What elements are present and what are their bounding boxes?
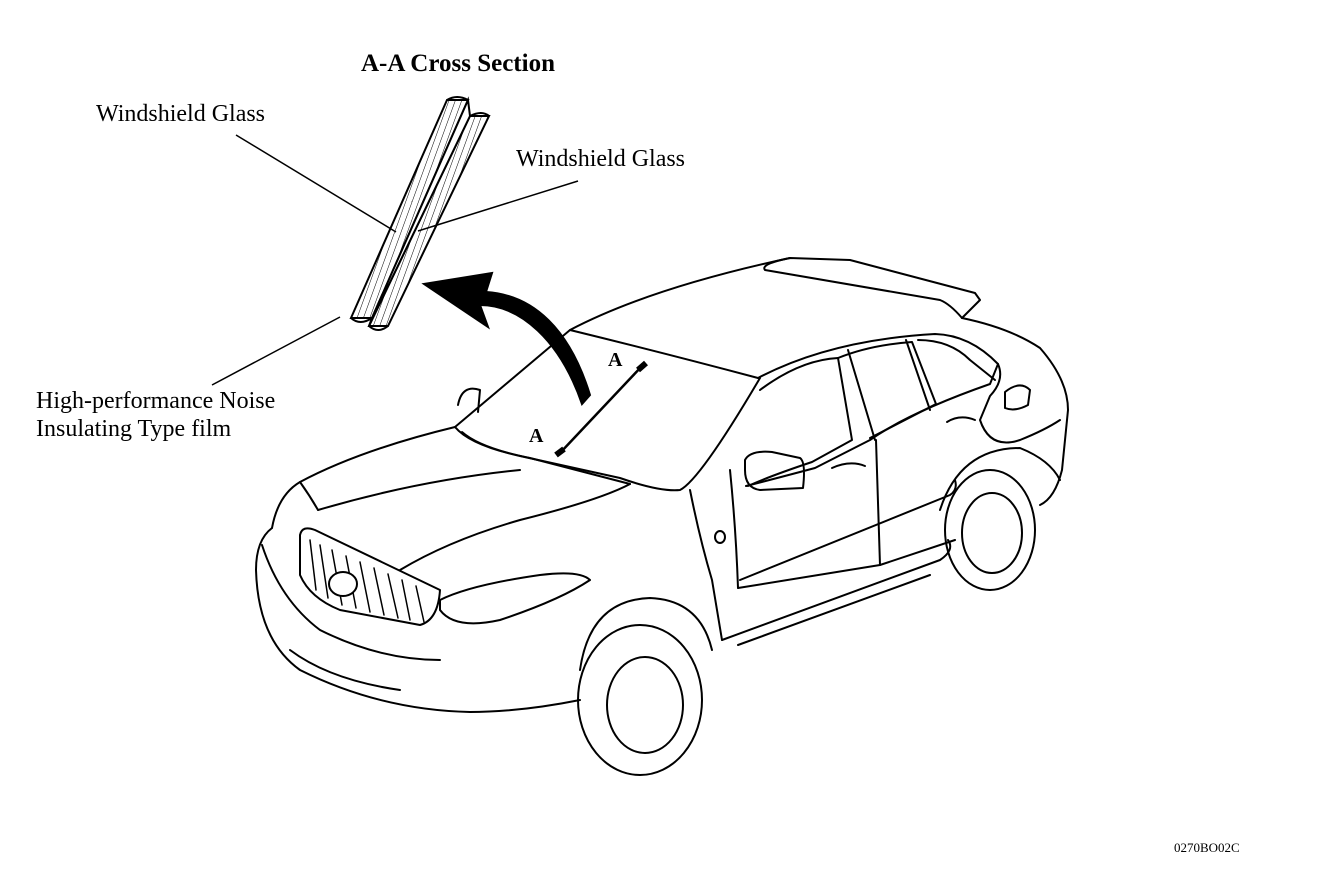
car-outline	[255, 257, 1069, 776]
section-marker-top: A	[608, 349, 623, 371]
label-windshield-glass-inner: Windshield Glass	[516, 146, 686, 172]
section-line	[554, 360, 648, 458]
label-film-line2: Insulating Type film	[36, 416, 232, 442]
label-film-line1: High-performance Noise	[36, 388, 276, 414]
figure-code: 0270BO02C	[1174, 840, 1240, 855]
label-windshield-glass-outer: Windshield Glass	[96, 101, 266, 127]
glass-cross-section	[349, 96, 491, 331]
leader-lines	[211, 134, 579, 386]
label-insulating-film: High-performance Noise Insulating Type f…	[36, 387, 275, 443]
section-marker-bottom: A	[529, 425, 544, 447]
cross-section-title: A-A Cross Section	[361, 50, 555, 77]
